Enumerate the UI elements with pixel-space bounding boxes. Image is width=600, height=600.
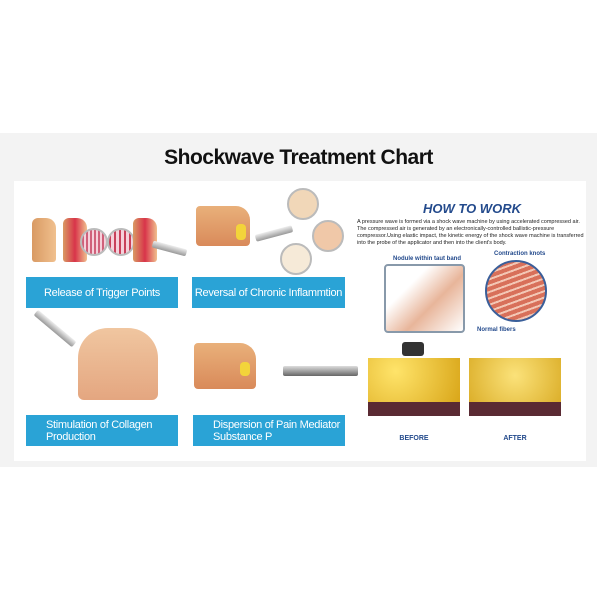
label-trigger-points: Release of Trigger Points [26,277,178,308]
knots-label: Contraction knots [494,251,546,257]
label-line: Substance P [213,430,273,443]
nodule-label: Nodule within taut band [393,256,461,262]
applicator-icon [402,342,424,356]
label-line: Production [46,430,96,443]
how-to-work-section: HOW TO WORK A pressure wave is formed vi… [357,201,587,247]
fibers-label: Normal fibers [477,327,516,333]
page-title: Shockwave Treatment Chart [164,146,433,169]
foot-illustration [384,264,465,333]
before-label: BEFORE [399,435,429,442]
how-to-work-text: A pressure wave is formed via a shock wa… [357,219,584,246]
how-to-work-heading: HOW TO WORK [423,201,521,216]
label-line: Stimulation of Collagen [46,418,153,431]
after-fat-illustration [469,358,561,416]
fiber-magnified-illustration [485,260,547,322]
before-fat-illustration [368,358,460,416]
after-label: AFTER [503,435,527,442]
label-chronic-inflammation: Reversal of Chronic Inflammtion [192,277,345,308]
label-line: Dispersion of Pain Mediator [213,418,341,431]
